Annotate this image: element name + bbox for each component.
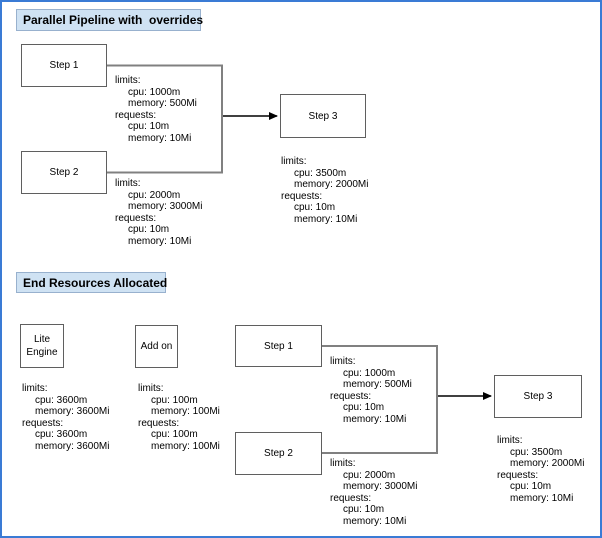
resource-line: requests: bbox=[22, 417, 64, 429]
resource-line: cpu: 3500m bbox=[510, 446, 563, 458]
resource-line: cpu: 10m bbox=[294, 202, 336, 213]
node-step-3-final[interactable]: Step 3 bbox=[494, 375, 582, 418]
resource-block-step-1-overrides: limits: cpu: 1000m memory: 500Mi request… bbox=[115, 75, 197, 144]
resource-line: requests: bbox=[330, 390, 372, 402]
resource-line: requests: bbox=[330, 492, 372, 504]
resource-line: requests: bbox=[138, 417, 180, 429]
resource-line: requests: bbox=[115, 109, 157, 121]
resource-line: cpu: 2000m bbox=[128, 189, 181, 201]
resource-line: memory: 10Mi bbox=[343, 413, 407, 425]
resource-line: requests: bbox=[115, 212, 157, 224]
resource-line: memory: 10Mi bbox=[294, 213, 358, 225]
resource-line: limits: bbox=[330, 458, 356, 469]
node-label: Lite Engine bbox=[26, 334, 58, 358]
node-step-3-top[interactable]: Step 3 bbox=[280, 94, 366, 138]
node-label: Step 3 bbox=[523, 391, 553, 402]
resource-block-step-3-final: limits: cpu: 3500m memory: 2000Mi reques… bbox=[497, 435, 584, 504]
node-label: Step 1 bbox=[49, 60, 79, 71]
section-title-end-resources[interactable]: End Resources Allocated bbox=[16, 272, 168, 293]
node-step-1-final[interactable]: Step 1 bbox=[235, 325, 322, 367]
resource-line: cpu: 10m bbox=[343, 504, 385, 515]
resource-block-add-on: limits: cpu: 100m memory: 100Mi requests… bbox=[138, 383, 220, 452]
resource-line: cpu: 1000m bbox=[128, 86, 181, 98]
node-label: Step 2 bbox=[264, 448, 293, 459]
resource-line: requests: bbox=[281, 190, 323, 202]
resource-block-step-2-final: limits: cpu: 2000m memory: 3000Mi reques… bbox=[330, 458, 417, 527]
resource-line: memory: 10Mi bbox=[128, 132, 192, 144]
resource-line: memory: 2000Mi bbox=[294, 179, 369, 190]
node-lite-engine[interactable]: Lite Engine bbox=[20, 324, 64, 368]
resource-line: memory: 3600Mi bbox=[35, 406, 110, 417]
resource-block-step-2-overrides: limits: cpu: 2000m memory: 3000Mi reques… bbox=[115, 178, 202, 247]
resource-line: limits: bbox=[22, 383, 48, 394]
section-title-text: Parallel Pipeline with overrides bbox=[23, 13, 204, 27]
resource-line: cpu: 10m bbox=[128, 121, 170, 132]
resource-line: limits: bbox=[330, 356, 356, 367]
resource-line: memory: 100Mi bbox=[151, 440, 220, 452]
resource-line: memory: 3000Mi bbox=[128, 201, 203, 212]
resource-line: memory: 500Mi bbox=[128, 98, 197, 109]
node-step-1-top[interactable]: Step 1 bbox=[21, 44, 107, 87]
resource-line: limits: bbox=[497, 435, 523, 446]
node-label: Step 2 bbox=[49, 167, 79, 178]
resource-line: cpu: 100m bbox=[151, 429, 198, 440]
resource-line: cpu: 2000m bbox=[343, 469, 396, 481]
resource-line: limits: bbox=[281, 156, 307, 167]
resource-line: cpu: 100m bbox=[151, 394, 198, 406]
resource-line: memory: 3000Mi bbox=[343, 481, 418, 492]
resource-line: memory: 10Mi bbox=[343, 515, 407, 527]
resource-line: limits: bbox=[115, 178, 141, 189]
resource-line: memory: 10Mi bbox=[128, 235, 192, 247]
resource-line: limits: bbox=[115, 75, 141, 86]
resource-line: memory: 3600Mi bbox=[35, 440, 110, 452]
resource-line: cpu: 10m bbox=[128, 224, 170, 235]
resource-line: memory: 500Mi bbox=[343, 379, 412, 390]
resource-line: cpu: 10m bbox=[510, 481, 552, 492]
section-title-text: End Resources Allocated bbox=[23, 275, 168, 290]
resource-line: memory: 100Mi bbox=[151, 406, 220, 417]
resource-block-lite-engine: limits: cpu: 3600m memory: 3600Mi reques… bbox=[22, 383, 109, 452]
resource-line: cpu: 3600m bbox=[35, 429, 88, 440]
connector-top-merge-bracket bbox=[107, 64, 223, 174]
resource-line: cpu: 1000m bbox=[343, 367, 396, 379]
node-add-on[interactable]: Add on bbox=[135, 325, 178, 368]
resource-block-step-1-final: limits: cpu: 1000m memory: 500Mi request… bbox=[330, 356, 412, 425]
node-step-2-final[interactable]: Step 2 bbox=[235, 432, 322, 475]
node-label: Step 1 bbox=[264, 340, 293, 352]
section-title-parallel-pipeline[interactable]: Parallel Pipeline with overrides bbox=[16, 9, 204, 31]
node-label: Step 3 bbox=[308, 110, 338, 122]
resource-line: memory: 10Mi bbox=[510, 492, 574, 504]
resource-block-step-3-overrides: limits: cpu: 3500m memory: 2000Mi reques… bbox=[281, 156, 368, 225]
resource-line: cpu: 3600m bbox=[35, 394, 88, 406]
resource-line: cpu: 10m bbox=[343, 402, 385, 413]
node-step-2-top[interactable]: Step 2 bbox=[21, 151, 107, 194]
resource-line: cpu: 3500m bbox=[294, 167, 347, 179]
resource-line: limits: bbox=[138, 383, 164, 394]
node-label: Add on bbox=[140, 341, 173, 352]
connector-bottom-merge-bracket bbox=[322, 345, 438, 454]
resource-line: memory: 2000Mi bbox=[510, 458, 585, 469]
resource-line: requests: bbox=[497, 469, 539, 481]
